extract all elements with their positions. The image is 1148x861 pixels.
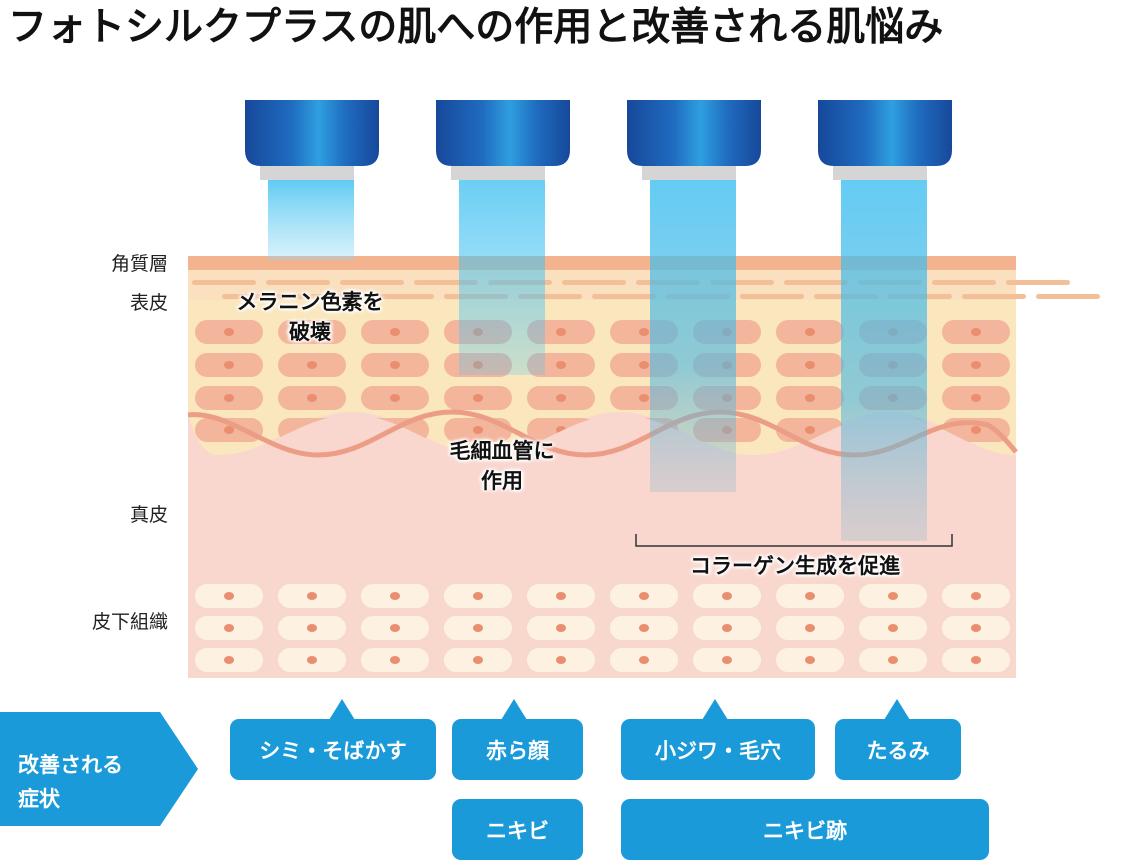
callout-collagen: コラーゲン生成を促進	[690, 554, 900, 578]
subcutaneous-cell-nucleus	[888, 624, 898, 632]
corneum-stripe	[962, 294, 1026, 299]
corneum-stripe	[1036, 294, 1100, 299]
subcutaneous-cell-nucleus	[639, 592, 649, 600]
page-title: フォトシルクプラスの肌への作用と改善される肌悩み	[8, 5, 944, 50]
subcutaneous-cell-nucleus	[556, 656, 566, 664]
label-dermis: 真皮	[129, 504, 168, 526]
label-epidermis: 表皮	[129, 292, 168, 314]
epidermis-cell-nucleus	[390, 328, 400, 336]
epidermis-cell-nucleus	[805, 426, 815, 434]
subcutaneous-cell-nucleus	[224, 624, 234, 632]
corneum-stripe	[1006, 280, 1070, 285]
subcutaneous-cell-nucleus	[473, 624, 483, 632]
symptom-acne: ニキビ	[452, 799, 583, 860]
subcutaneous-cells	[195, 584, 1010, 672]
corneum-stripe	[192, 280, 256, 285]
light-beam-3	[650, 180, 736, 492]
handpiece-3	[627, 100, 761, 180]
subcutaneous-cell-nucleus	[971, 592, 981, 600]
symptom-redness: 赤ら顔	[452, 699, 583, 780]
epidermis-cell-nucleus	[805, 328, 815, 336]
epidermis-cell-nucleus	[971, 394, 981, 402]
symptoms-label: 改善される 症状	[18, 753, 123, 811]
corneum-stripe	[562, 280, 626, 285]
epidermis-cell-nucleus	[473, 394, 483, 402]
label-stratum-corneum: 角質層	[110, 253, 168, 275]
light-beam-2	[459, 180, 545, 375]
symptom-spots: シミ・そばかす	[230, 699, 436, 780]
subcutaneous-cell-nucleus	[805, 592, 815, 600]
epidermis-cell-nucleus	[473, 426, 483, 434]
stratum-corneum-layer	[188, 256, 1016, 270]
epidermis-cell-nucleus	[307, 328, 317, 336]
corneum-stripe	[932, 280, 996, 285]
subcutaneous-cell-nucleus	[722, 624, 732, 632]
subcutaneous-cell-nucleus	[307, 624, 317, 632]
subcutaneous-cell-nucleus	[473, 592, 483, 600]
epidermis-cell-nucleus	[805, 361, 815, 369]
corneum-stripe	[370, 294, 434, 299]
label-subcutaneous: 皮下組織	[91, 611, 168, 633]
epidermis-cell-nucleus	[224, 361, 234, 369]
subcutaneous-cell-nucleus	[307, 656, 317, 664]
subcutaneous-cell-nucleus	[888, 656, 898, 664]
subcutaneous-cell-nucleus	[722, 592, 732, 600]
subcutaneous-cell-nucleus	[971, 624, 981, 632]
subcutaneous-cell-nucleus	[390, 656, 400, 664]
epidermis-cell-nucleus	[224, 394, 234, 402]
epidermis-cell-nucleus	[307, 361, 317, 369]
subcutaneous-cell-nucleus	[639, 624, 649, 632]
corneum-stripe	[740, 294, 804, 299]
subcutaneous-cell-nucleus	[473, 656, 483, 664]
subcutaneous-cell-nucleus	[805, 624, 815, 632]
subcutaneous-cell-nucleus	[390, 592, 400, 600]
corneum-stripe	[296, 294, 360, 299]
subcutaneous-cell-nucleus	[307, 592, 317, 600]
subcutaneous-cell-nucleus	[722, 656, 732, 664]
callout-capillary: 毛細血管に 作用	[449, 439, 555, 493]
callout-melanin: メラニン色素を 破壊	[236, 290, 384, 344]
epidermis-cell-nucleus	[307, 394, 317, 402]
subcutaneous-cell-nucleus	[639, 656, 649, 664]
handpiece-4	[818, 100, 952, 180]
collagen-bracket	[635, 534, 953, 547]
corneum-stripe	[222, 294, 286, 299]
epidermis-cell-nucleus	[224, 328, 234, 336]
subcutaneous-cell-nucleus	[224, 592, 234, 600]
epidermis-cell-nucleus	[556, 328, 566, 336]
symptom-wrinkles-pores: 小ジワ・毛穴	[621, 699, 815, 780]
epidermis-cell-nucleus	[556, 361, 566, 369]
subcutaneous-cell-nucleus	[971, 656, 981, 664]
symptoms-arrow	[0, 712, 198, 826]
subcutaneous-cell-nucleus	[390, 624, 400, 632]
subcutaneous-cell-nucleus	[556, 592, 566, 600]
handpiece-2	[436, 100, 570, 180]
corneum-stripe	[340, 280, 404, 285]
corneum-stripe	[592, 294, 656, 299]
subcutaneous-cell-nucleus	[224, 656, 234, 664]
epidermis-cell-nucleus	[971, 361, 981, 369]
light-beam-1	[268, 180, 354, 260]
epidermis-cell-nucleus	[639, 361, 649, 369]
handpiece-1	[245, 100, 379, 180]
epidermis-cell-nucleus	[224, 426, 234, 434]
epidermis-cell-nucleus	[390, 394, 400, 402]
subcutaneous-cell-nucleus	[888, 592, 898, 600]
epidermis-cell-nucleus	[556, 394, 566, 402]
epidermis-cell-nucleus	[971, 328, 981, 336]
subcutaneous-cell-nucleus	[556, 624, 566, 632]
symptom-sagging: たるみ	[835, 699, 961, 780]
light-beam-4	[841, 180, 927, 541]
epidermis-cell-nucleus	[805, 394, 815, 402]
symptom-acne-scars: ニキビ跡	[621, 799, 989, 860]
epidermis-cell-nucleus	[639, 394, 649, 402]
corneum-stripe	[784, 280, 848, 285]
epidermis-cell-nucleus	[390, 361, 400, 369]
epidermis-cell-nucleus	[639, 328, 649, 336]
corneum-stripe	[266, 280, 330, 285]
epidermis-cell-nucleus	[971, 426, 981, 434]
subcutaneous-cell-nucleus	[805, 656, 815, 664]
capillary-line	[187, 409, 1018, 458]
